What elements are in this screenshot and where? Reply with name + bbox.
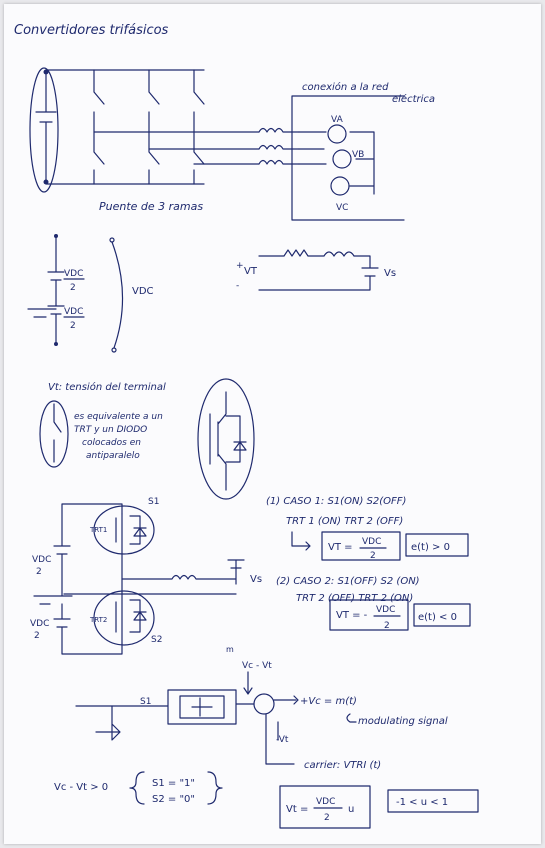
dc-source-symbol	[35, 71, 57, 183]
minus-vt-label: -Vt	[276, 735, 289, 745]
comparator-output-symbol	[95, 705, 121, 741]
split-dc-link-diagram: VDC 2 VDC 2 VDC + VT - Vs	[27, 234, 396, 353]
dc-source-highlight	[29, 67, 59, 193]
trt1-label: TRT1	[89, 526, 107, 534]
s2-highlight	[93, 590, 155, 646]
case2-eq-num: VDC	[376, 605, 395, 615]
igbt-diode-highlight	[197, 378, 255, 500]
equivalent-line-4: antiparalelo	[86, 451, 140, 461]
vt-eq-u: u	[348, 804, 354, 815]
source-vb	[332, 149, 352, 169]
grid-connection-label: conexión a la red	[302, 81, 389, 93]
pwm-modulation-diagram: m Vc - Vt S1 +Vc = m(t) modulating signa…	[54, 645, 479, 829]
case2-eq-lhs: VT = -	[336, 610, 368, 621]
definitions-block: Vt: tensión del terminal es equivalente …	[39, 378, 255, 500]
case2-states: TRT 2 (OFF) TRT 2 (ON)	[296, 593, 413, 604]
modulating-signal-label: modulating signal	[358, 716, 448, 727]
vdc-total-label: VDC	[132, 286, 154, 297]
switching-condition: Vc - Vt > 0	[54, 782, 108, 793]
label-vb: VB	[352, 150, 364, 160]
comparator-node	[253, 693, 275, 715]
switch-highlight	[39, 400, 69, 468]
vdc-half-bot-num: VDC	[64, 307, 83, 317]
case-vdc-bot-den: 2	[34, 631, 40, 641]
case-vs-label: Vs	[250, 574, 262, 585]
mod-s1-label: S1	[140, 697, 151, 707]
s1-label: S1	[148, 497, 159, 507]
notebook-page: Convertidores trifásicos conexión a la r…	[4, 4, 541, 844]
vt-minus: -	[236, 281, 239, 291]
case-vdc-bot-num: VDC	[30, 619, 49, 629]
s1-highlight	[93, 505, 155, 555]
vdc-half-bot-den: 2	[70, 321, 76, 331]
case1-equation-box	[321, 531, 401, 561]
s1-state: S1 = "1"	[152, 778, 195, 789]
s2-label: S2	[151, 635, 162, 645]
case1-condition: e(t) > 0	[411, 542, 450, 553]
vdc-half-top-den: 2	[70, 283, 76, 293]
case2-eq-den: 2	[384, 621, 390, 631]
trt2-label: TRT2	[89, 616, 107, 624]
source-vc	[330, 176, 350, 196]
vt-equation-box	[279, 785, 371, 829]
vt-eq-den: 2	[324, 813, 330, 823]
vt-eq-lhs: Vt =	[286, 804, 308, 815]
case1-eq-den: 2	[370, 551, 376, 561]
vs-label: Vs	[384, 268, 396, 279]
case-vdc-top-num: VDC	[32, 555, 51, 565]
vt-plus: +	[236, 261, 244, 271]
carrier-label: carrier: VTRI (t)	[304, 760, 381, 771]
equivalent-line-1: es equivalente a un	[74, 412, 163, 422]
case2-condition: e(t) < 0	[418, 612, 457, 623]
case1-condition-box	[405, 533, 469, 557]
case1-eq-lhs: VT =	[328, 542, 353, 553]
s2-state: S2 = "0"	[152, 794, 195, 805]
three-phase-bridge-diagram: conexión a la red eléctrica VA VB VC Pue…	[29, 67, 435, 221]
case1-title: (1) CASO 1: S1(ON) S2(OFF)	[266, 496, 406, 507]
half-bridge-cases: VDC 2 VDC 2 TRT1 TRT2 S1 S2 Vs (1) CASO …	[30, 496, 471, 655]
vt-label: VT	[244, 266, 258, 277]
vdc-half-top-num: VDC	[64, 269, 83, 279]
plus-vc-equation: +Vc = m(t)	[300, 696, 357, 707]
bridge-caption: Puente de 3 ramas	[99, 200, 203, 213]
vc-minus-vt-label: Vc - Vt	[242, 661, 272, 671]
vt-definition: Vt: tensión del terminal	[48, 381, 166, 393]
case2-equation-box	[329, 599, 409, 631]
case2-title: (2) CASO 2: S1(OFF) S2 (ON)	[276, 576, 420, 587]
case1-states: TRT 1 (ON) TRT 2 (OFF)	[286, 516, 403, 527]
handwritten-notes: Convertidores trifásicos conexión a la r…	[14, 23, 479, 829]
label-vc: VC	[336, 203, 348, 213]
case1-eq-num: VDC	[362, 537, 381, 547]
page-title: Convertidores trifásicos	[14, 23, 169, 38]
m-label: m	[226, 645, 234, 654]
case-vdc-top-den: 2	[36, 567, 42, 577]
u-range-box	[387, 789, 479, 813]
equivalent-line-3: colocados en	[82, 438, 141, 448]
equivalent-line-2: TRT y un DIODO	[74, 425, 147, 435]
u-range: -1 < u < 1	[396, 797, 448, 808]
vt-eq-num: VDC	[316, 797, 335, 807]
grid-electric-label: eléctrica	[392, 93, 435, 105]
label-va: VA	[331, 115, 344, 125]
source-va	[327, 124, 347, 144]
case2-condition-box	[413, 603, 471, 627]
